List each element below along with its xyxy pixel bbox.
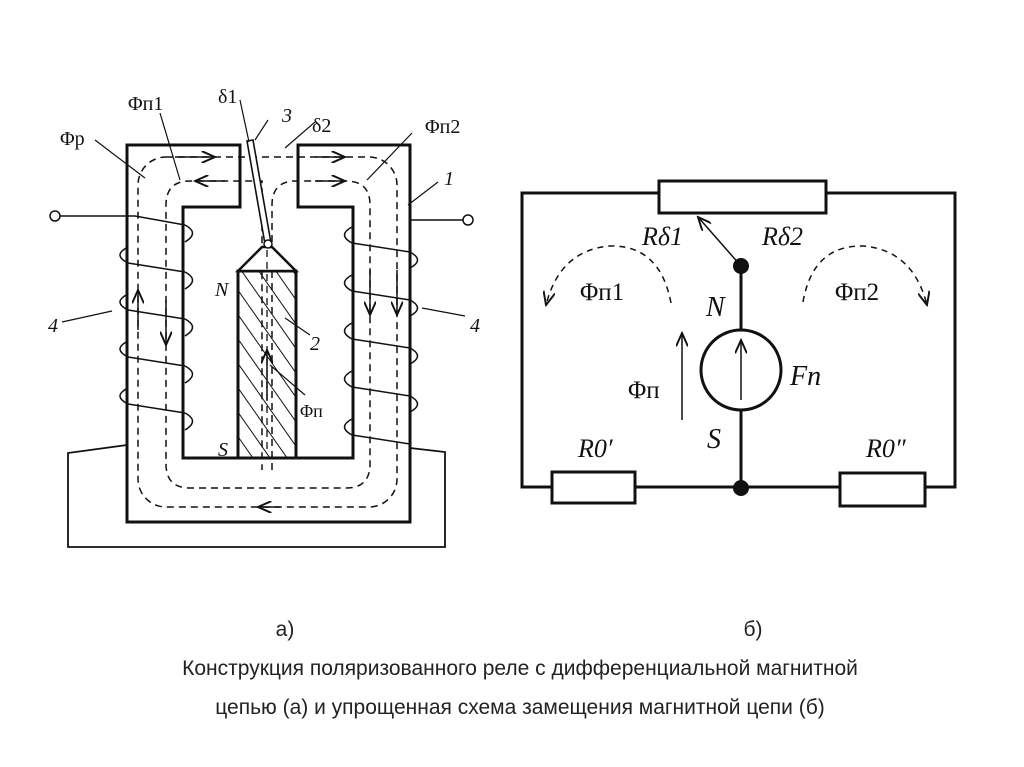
label-north: N — [214, 279, 230, 301]
magnetic-yoke — [125, 143, 412, 524]
resistor-r0-prime — [550, 470, 637, 505]
node-top — [733, 258, 749, 274]
label-delta1: δ1 — [218, 86, 237, 108]
label-f-n: Fп — [789, 361, 821, 392]
caption-line-1: Конструкция поляризованного реле с диффе… — [182, 657, 858, 680]
label-1: 1 — [444, 168, 454, 190]
coil-right — [343, 214, 474, 445]
armature — [246, 139, 272, 245]
label-phi-n1: Φп1 — [128, 93, 163, 115]
label-delta2: δ2 — [312, 115, 331, 137]
label-phi-n2: Φп2 — [425, 116, 460, 138]
label-north: N — [705, 292, 726, 323]
label-r0-prime: R0′ — [577, 434, 613, 463]
equivalent-circuit-diagram — [520, 179, 957, 508]
label-2: 2 — [310, 333, 320, 355]
label-phi-n: Φп — [300, 401, 323, 421]
label-south: S — [218, 439, 228, 461]
label-4-left: 4 — [48, 315, 58, 337]
label-south: S — [707, 424, 721, 455]
label-r-delta2: Rδ2 — [761, 222, 803, 251]
label-r-delta1: Rδ1 — [641, 222, 683, 251]
caption-label-b: б) — [743, 618, 763, 641]
coil-left — [49, 210, 194, 431]
caption-label-a: а) — [275, 618, 295, 641]
magnet-pole-tip — [234, 245, 300, 273]
label-4-right: 4 — [470, 315, 480, 337]
label-phi-n2: Φп2 — [835, 279, 879, 306]
diagram-a-labels: Φp Φп1 δ1 3 δ2 Φп2 1 4 4 N S 2 Φп — [48, 86, 480, 461]
label-r0-double-prime: R0″ — [865, 434, 907, 463]
flux-loop-arrow-right — [802, 245, 927, 305]
flux-loop-right — [271, 180, 371, 489]
resistor-r0-double-prime — [838, 471, 927, 508]
caption-line-2: цепью (а) и упрощенная схема замещения м… — [215, 696, 825, 719]
wiper-arrow — [698, 217, 742, 267]
node-bottom — [733, 480, 749, 496]
resistor-r-delta — [657, 179, 828, 215]
base — [67, 444, 446, 548]
label-3: 3 — [281, 105, 292, 127]
diagram-b-labels: Rδ1 Rδ2 Φп1 Φп2 N S Φп Fп R0′ R0″ — [577, 222, 907, 463]
relay-construction-diagram — [49, 99, 474, 548]
flux-loop-left — [165, 180, 266, 489]
label-phi-n1: Φп1 — [580, 279, 624, 306]
label-phi-p: Φp — [60, 128, 85, 150]
label-phi-n: Φп — [628, 377, 660, 404]
flux-loop-arrow-left — [546, 245, 672, 305]
